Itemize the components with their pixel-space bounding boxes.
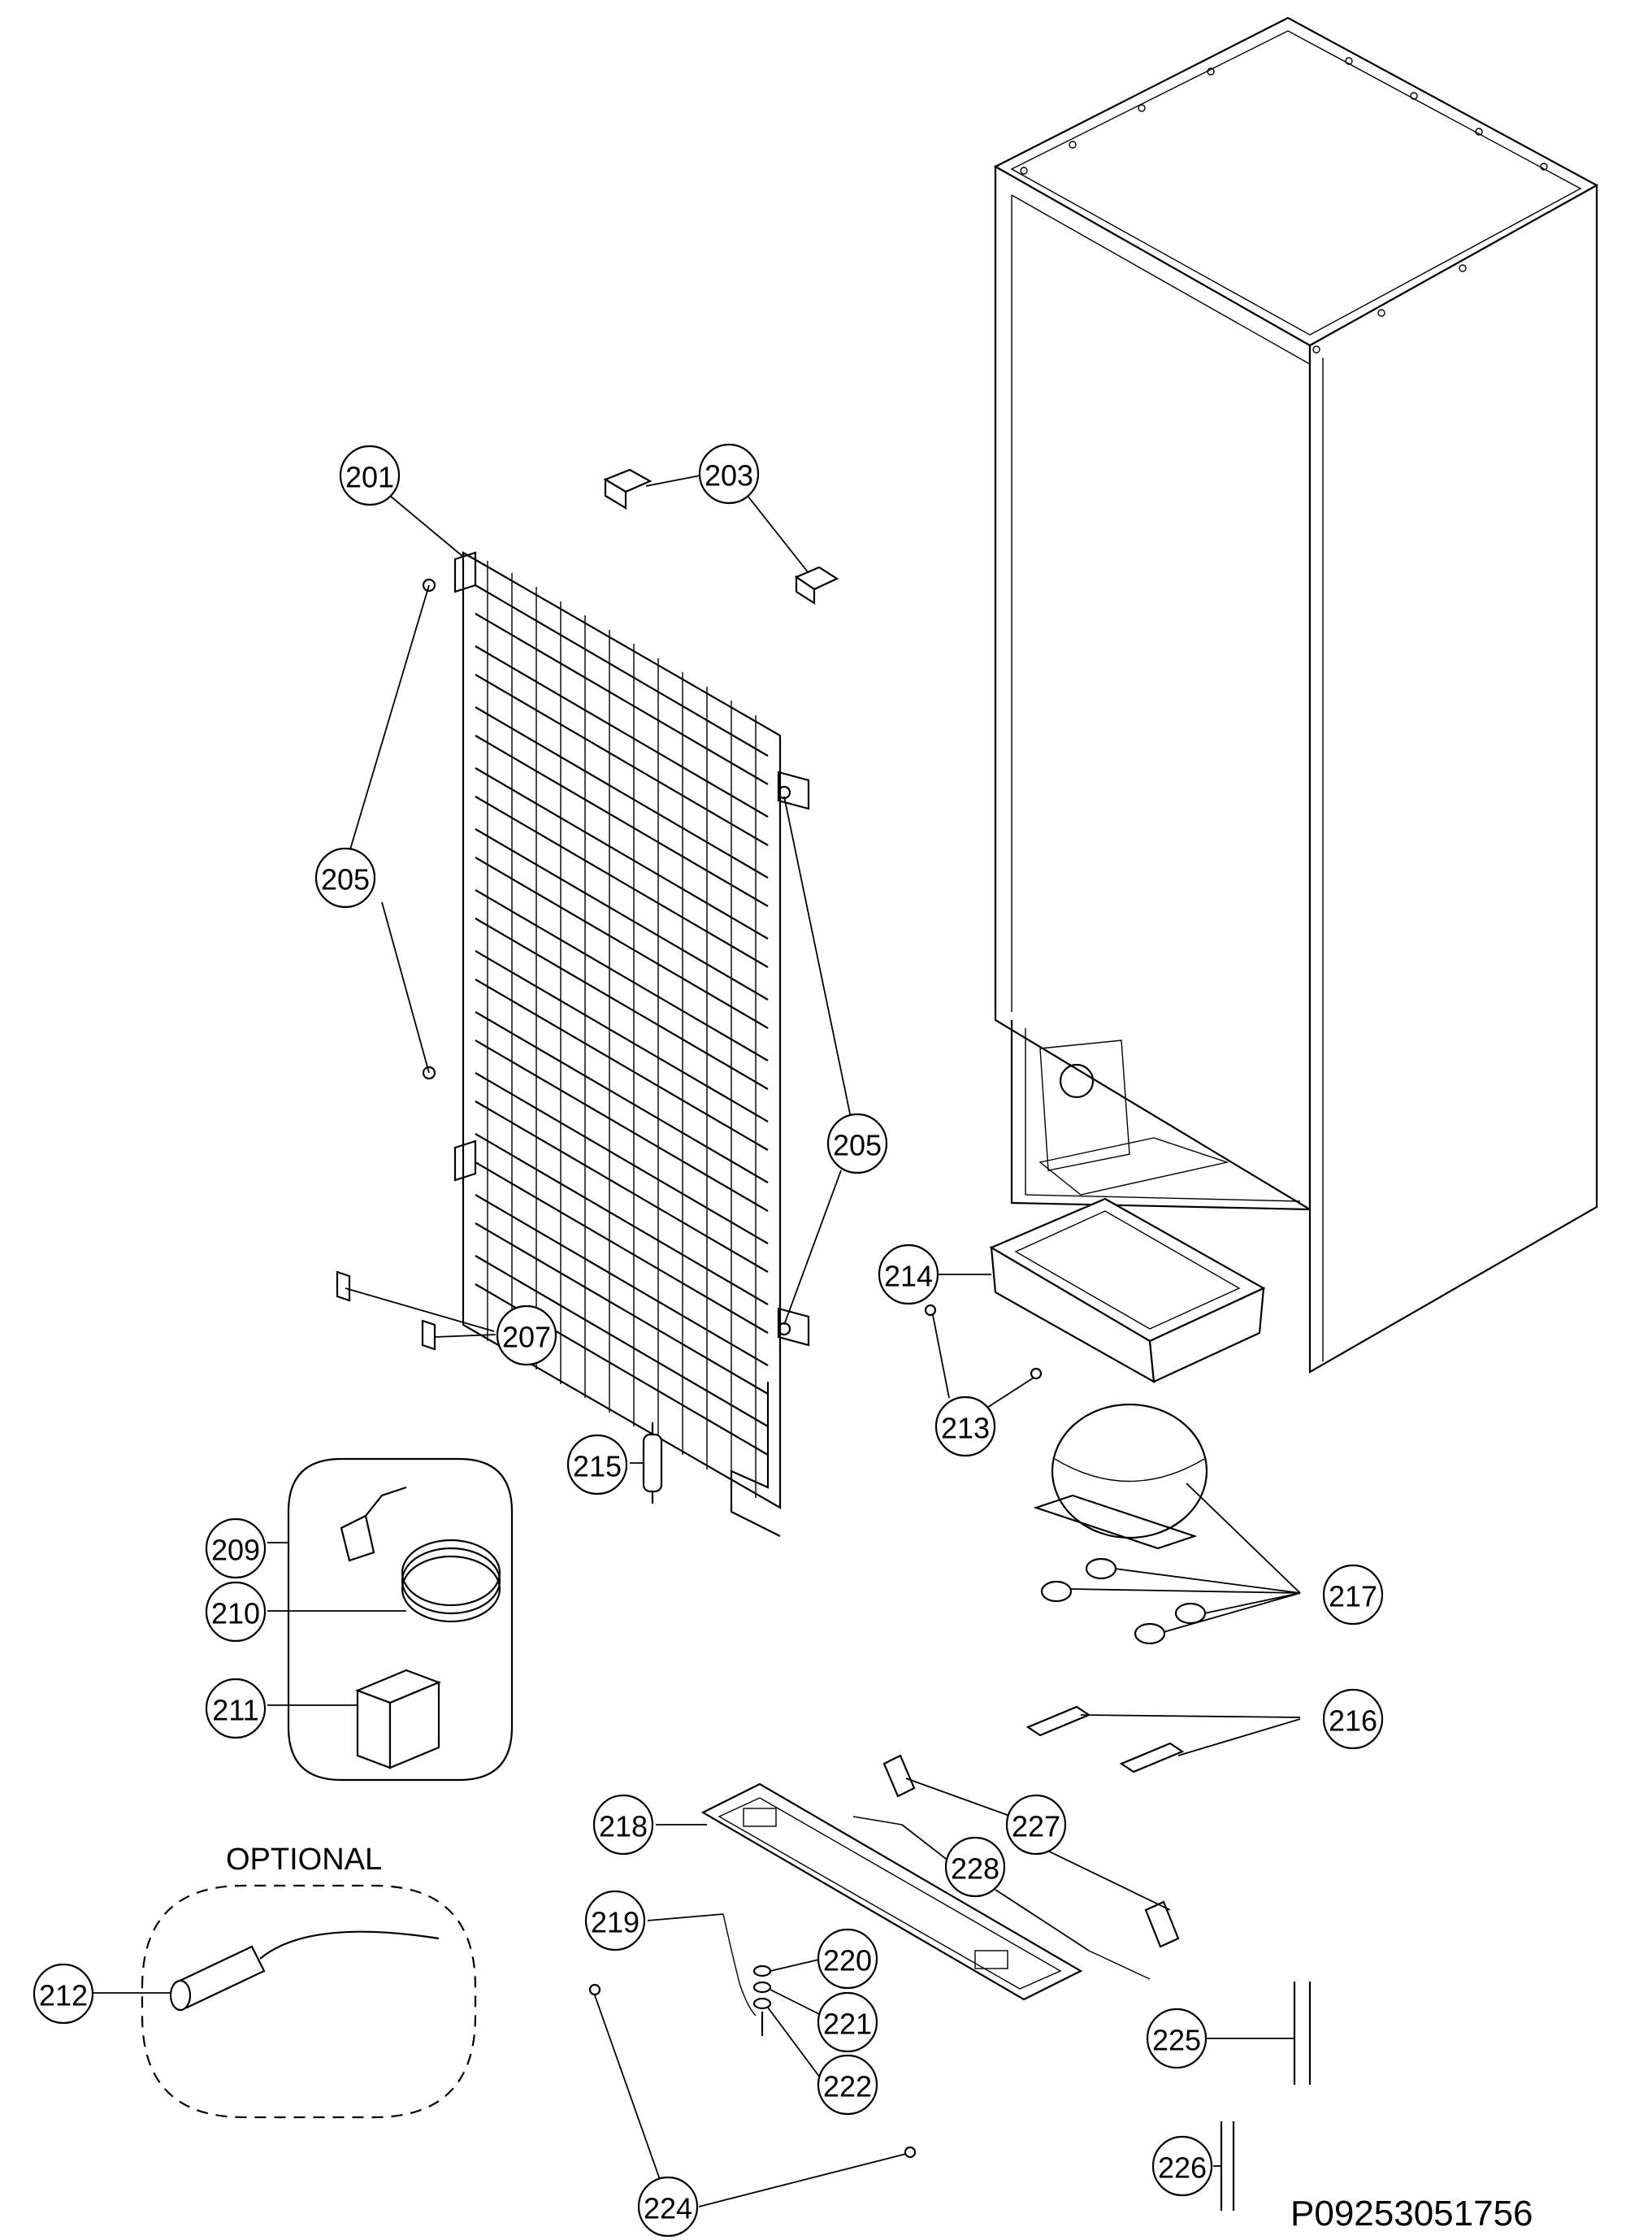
svg-text:205: 205 [321, 863, 370, 896]
callout-227: 227 [1005, 1794, 1067, 1856]
callout-216: 216 [1322, 1688, 1384, 1750]
power-cord-210 [340, 1486, 501, 1623]
optional-label: OPTIONAL [226, 1843, 382, 1877]
callout-215: 215 [566, 1434, 628, 1496]
svg-text:221: 221 [823, 2008, 872, 2041]
svg-text:203: 203 [705, 459, 753, 493]
callout-222: 222 [817, 2054, 878, 2116]
drawing-code: P09253051756 [1290, 2194, 1533, 2233]
tube-225 [1293, 1982, 1312, 2085]
svg-text:214: 214 [884, 1260, 933, 1293]
screw-224 [588, 1983, 917, 2159]
callout-210: 210 [205, 1581, 267, 1643]
tube-226 [1220, 2121, 1235, 2211]
callout-205-right: 205 [826, 1113, 888, 1174]
svg-text:224: 224 [644, 2192, 692, 2225]
callout-201: 201 [339, 445, 401, 506]
callout-219: 219 [584, 1890, 646, 1951]
callout-221: 221 [817, 1991, 878, 2053]
condenser-201 [453, 551, 810, 1537]
svg-text:213: 213 [941, 1412, 990, 1445]
svg-text:228: 228 [951, 1852, 999, 1886]
screw-205 [422, 578, 791, 1336]
drip-tray-214 [989, 1197, 1266, 1383]
callout-207: 207 [496, 1304, 557, 1366]
callout-212: 212 [33, 1963, 94, 2025]
base-plate-218 [700, 1782, 1083, 2001]
svg-text:216: 216 [1329, 1704, 1377, 1738]
svg-text:211: 211 [212, 1694, 258, 1727]
callout-228: 228 [944, 1836, 1006, 1898]
svg-text:220: 220 [823, 1944, 872, 1977]
callout-205-left: 205 [314, 847, 376, 909]
clip-203 [603, 468, 839, 606]
svg-text:207: 207 [502, 1321, 551, 1354]
callout-213: 213 [934, 1396, 996, 1457]
callout-214: 214 [878, 1244, 939, 1305]
grommets [1040, 1557, 1207, 1645]
refrigerator-cabinet [993, 16, 1599, 1374]
optional-group [141, 1884, 477, 2119]
bracket-216 [1025, 1705, 1185, 1773]
svg-text:219: 219 [591, 1906, 640, 1939]
svg-text:218: 218 [599, 1810, 648, 1843]
capacitor-212 [169, 1930, 440, 2012]
screw-213 [924, 1304, 1043, 1380]
washers-220-222 [752, 1964, 772, 2036]
callout-224: 224 [637, 2176, 699, 2238]
svg-text:210: 210 [211, 1597, 260, 1630]
svg-text:227: 227 [1012, 1810, 1060, 1843]
callout-226: 226 [1151, 2135, 1213, 2197]
wire-219 [722, 1913, 757, 2016]
callout-209: 209 [205, 1517, 267, 1579]
callouts: 201 203 205 205 207 209 210 211 212 213 … [33, 443, 1384, 2238]
svg-text:201: 201 [345, 461, 394, 494]
power-cord-group [287, 1457, 514, 1782]
svg-text:205: 205 [833, 1129, 882, 1162]
sleeve-207 [336, 1270, 436, 1351]
callout-218: 218 [592, 1794, 654, 1856]
svg-text:217: 217 [1329, 1580, 1377, 1613]
callout-203: 203 [698, 443, 760, 505]
svg-text:215: 215 [573, 1450, 622, 1483]
tube-228 [852, 1816, 1151, 1980]
leader-lines [93, 475, 1301, 2207]
svg-text:209: 209 [211, 1534, 260, 1567]
callout-217: 217 [1322, 1564, 1384, 1626]
svg-text:225: 225 [1152, 2024, 1201, 2057]
box-211 [355, 1669, 441, 1769]
svg-text:222: 222 [823, 2070, 872, 2103]
callout-211: 211 [205, 1678, 267, 1739]
svg-text:212: 212 [39, 1979, 88, 2012]
svg-text:226: 226 [1158, 2151, 1207, 2185]
compressor-217 [1033, 1403, 1208, 1645]
callout-225: 225 [1146, 2008, 1208, 2069]
callout-220: 220 [817, 1928, 878, 1990]
